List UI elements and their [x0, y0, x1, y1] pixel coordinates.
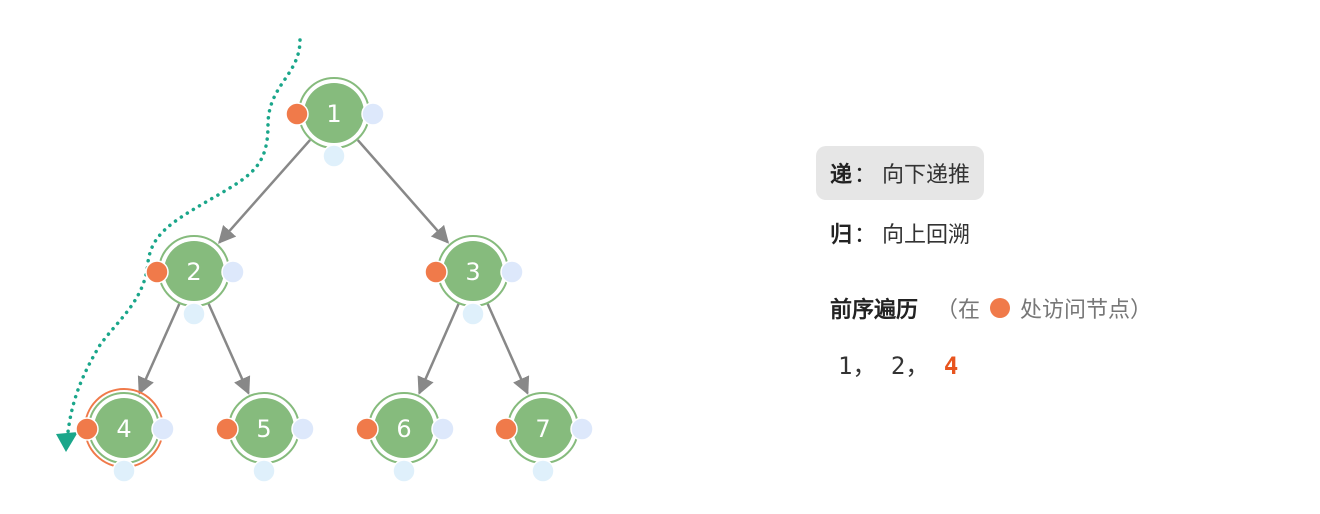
traversal-title: 前序遍历 [830, 298, 919, 323]
node-label: 2 [186, 258, 201, 286]
node-label: 5 [256, 415, 271, 443]
postorder-marker [531, 459, 555, 483]
return-text: 向上回溯 [882, 223, 971, 248]
preorder-marker [215, 417, 239, 441]
node-label: 1 [326, 100, 341, 128]
legend-panel: 递：向下递推 归：向上回溯 前序遍历 （在 处访问节点） 1， 2， 4 [816, 146, 1296, 381]
sequence-separator: ， [852, 352, 891, 380]
node-circle [443, 241, 503, 301]
inorder-marker [291, 417, 315, 441]
tree-node-2: 2 [145, 235, 245, 326]
preorder-marker [145, 260, 169, 284]
node-label: 7 [535, 415, 550, 443]
tree-edge [486, 303, 530, 395]
recurse-key: 递 [830, 163, 853, 188]
tree-edge [207, 303, 251, 395]
preorder-marker [424, 260, 448, 284]
inorder-marker [570, 417, 594, 441]
return-separator: ： [854, 223, 877, 248]
tree-edge [417, 303, 460, 395]
sequence-item: 2 [890, 352, 906, 380]
node-circle [374, 398, 434, 458]
hint-suffix: 处访问节点） [1020, 298, 1153, 323]
recurse-separator: ： [854, 163, 877, 188]
inorder-marker [500, 260, 524, 284]
binary-tree-diagram: 1 2 3 4 5 6 7 [56, 38, 594, 483]
postorder-marker [252, 459, 276, 483]
recurse-text: 向下递推 [882, 163, 971, 188]
tree-edge [218, 139, 312, 244]
node-circle [164, 241, 224, 301]
node-label: 4 [116, 415, 131, 443]
postorder-marker [392, 459, 416, 483]
return-step: 归：向上回溯 [816, 206, 1296, 260]
traversal-title-row: 前序遍历 （在 处访问节点） [816, 292, 1296, 324]
sequence-item: 1 [838, 352, 853, 380]
tree-node-7: 7 [494, 392, 594, 483]
return-key: 归 [830, 223, 853, 248]
node-label: 3 [465, 258, 480, 286]
preorder-marker [494, 417, 518, 441]
traversal-path [66, 38, 302, 434]
node-circle [234, 398, 294, 458]
traversal-sequence: 1， 2， 4 [816, 346, 1296, 381]
inorder-marker [221, 260, 245, 284]
tree-edge [137, 303, 181, 395]
tree-node-5: 5 [215, 392, 315, 483]
recurse-step: 递：向下递推 [816, 146, 985, 200]
tree-node-1: 1 [285, 77, 385, 168]
tree-node-3: 3 [424, 235, 524, 326]
node-label: 6 [396, 415, 411, 443]
postorder-marker [461, 302, 485, 326]
preorder-marker [285, 102, 309, 126]
node-circle [94, 398, 154, 458]
hint-prefix: （在 [936, 298, 981, 323]
preorder-marker [75, 417, 99, 441]
tree-edge [356, 139, 450, 244]
postorder-marker [112, 459, 136, 483]
node-circle [513, 398, 573, 458]
tree-node-6: 6 [355, 392, 455, 483]
inorder-marker [361, 102, 385, 126]
path-arrowhead-icon [56, 432, 78, 452]
sequence-separator: ， [905, 352, 944, 380]
node-circle [304, 83, 364, 143]
tree-node-4: 4 [75, 388, 175, 483]
preorder-dot-icon [990, 298, 1011, 318]
traversal-hint: （在 处访问节点） [936, 292, 1152, 324]
sequence-item: 4 [943, 352, 959, 380]
preorder-marker [355, 417, 379, 441]
postorder-marker [182, 302, 206, 326]
inorder-marker [431, 417, 455, 441]
inorder-marker [151, 417, 175, 441]
postorder-marker [322, 144, 346, 168]
